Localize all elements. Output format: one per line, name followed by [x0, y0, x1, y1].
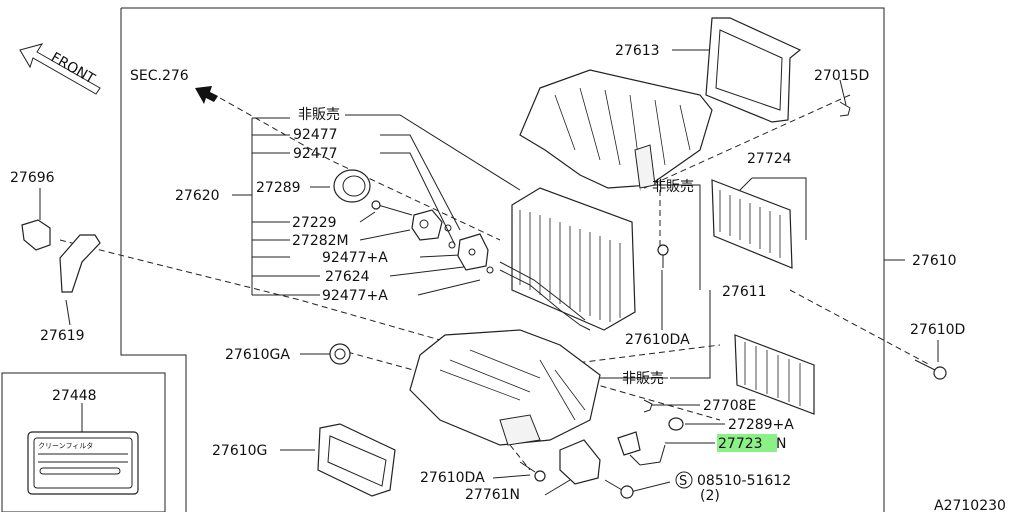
part-27015D-clip	[839, 101, 851, 117]
part-27289A-ring	[668, 417, 684, 431]
label-92477-a: 92477	[293, 127, 338, 143]
sec-ref-label: SEC.276	[130, 68, 189, 84]
part-27696-clip	[21, 219, 51, 251]
label-27613: 27613	[615, 43, 660, 59]
part-27610G-gasket	[317, 423, 396, 497]
highlight-27723	[717, 434, 777, 452]
part-evaporator-core	[499, 187, 636, 331]
label-92477A-a: 92477+A	[322, 250, 388, 266]
s-symbol-text: S	[679, 474, 687, 489]
label-27610: 27610	[912, 253, 957, 269]
label-92477-b: 92477	[293, 146, 338, 162]
label-27723-suffix: N	[776, 436, 786, 452]
label-27624: 27624	[325, 269, 370, 285]
part-27723-harness	[617, 431, 666, 466]
label-27229: 27229	[292, 215, 337, 231]
label-27696: 27696	[10, 170, 55, 186]
label-27610GA: 27610GA	[225, 347, 290, 363]
label-27282M: 27282M	[292, 233, 349, 249]
part-27448-label-tag	[27, 431, 139, 495]
part-27289-ring	[333, 169, 371, 203]
part-27619-hose	[59, 234, 101, 293]
label-27723: 27723	[718, 436, 763, 452]
label-27619: 27619	[40, 328, 85, 344]
label-screw-qty: (2)	[700, 488, 720, 504]
part-27724-filter-lower	[734, 334, 815, 415]
label-screw-code: 08510-51612	[697, 473, 791, 489]
part-labels: 27613 27015D 非販売 92477 92477 27620 27289…	[10, 43, 1006, 512]
part-lower-case	[409, 329, 601, 446]
label-92477A-b: 92477+A	[322, 288, 388, 304]
label-27610G: 27610G	[212, 443, 267, 459]
front-arrow-icon	[19, 43, 101, 95]
front-label: FRONT	[48, 50, 98, 88]
label-27610D: 27610D	[910, 322, 965, 338]
label-27289A: 27289+A	[728, 417, 794, 433]
label-27611: 27611	[722, 284, 767, 300]
part-27724-filter-upper	[711, 179, 793, 269]
part-27610GA-grommet	[329, 343, 351, 365]
label-27620: 27620	[175, 188, 220, 204]
label-27015D: 27015D	[814, 68, 869, 84]
sec-ref-arrow-icon	[195, 86, 218, 104]
label-27724: 27724	[747, 151, 792, 167]
part-upper-case	[519, 69, 713, 189]
label-27761N: 27761N	[465, 487, 520, 503]
label-nonsale-low: 非販売	[622, 371, 664, 387]
part-27229-bolt	[371, 200, 413, 216]
label-27448: 27448	[52, 388, 97, 404]
label-27708E: 27708E	[703, 398, 756, 414]
label-nonsale-mid: 非販売	[652, 179, 694, 195]
part-27624-valve	[444, 224, 494, 274]
part-27708E-clip	[643, 399, 653, 413]
diagram-frame	[1, 7, 885, 512]
part-27613-frame	[705, 17, 802, 123]
leader-lines	[39, 49, 939, 496]
part-27282M-block	[411, 209, 443, 241]
label-27289: 27289	[256, 180, 301, 196]
part-27761N-resistor	[559, 439, 601, 485]
label-27610DA-low: 27610DA	[420, 470, 485, 486]
label-nonsale-top: 非販売	[298, 107, 340, 123]
s-symbol-icon	[675, 471, 693, 489]
filter-tag-text: クリーンフィルタ	[38, 441, 93, 450]
part-screws	[519, 244, 947, 499]
figure-id: A2710230	[934, 498, 1006, 512]
label-27610DA-top: 27610DA	[625, 332, 690, 348]
